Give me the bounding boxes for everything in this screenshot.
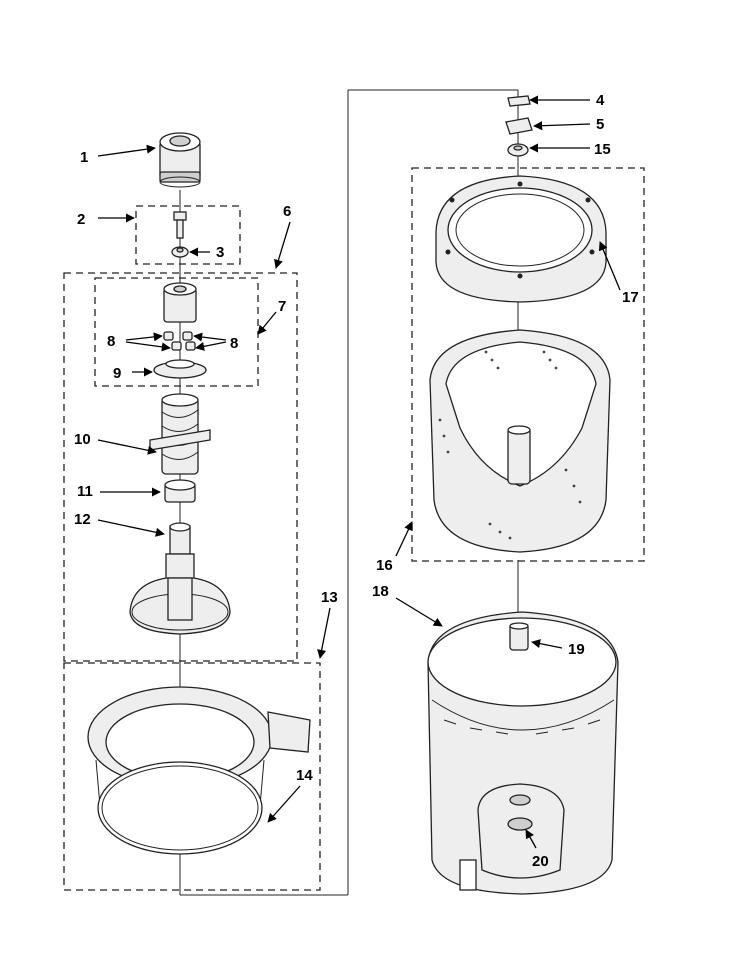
callout-labels: 1 2 3 4 5 6 7 8 8 9 10 11 12 13 14 15 16… <box>74 92 639 870</box>
callout-6: 6 <box>283 203 291 220</box>
part-11-drive-bell <box>164 479 196 503</box>
part-14-seal <box>97 761 263 855</box>
callout-17: 17 <box>622 289 639 306</box>
part-20-bearing <box>477 783 565 879</box>
callout-8-left: 8 <box>107 333 115 350</box>
part-5-lock-plate <box>505 117 533 135</box>
callout-16: 16 <box>376 557 393 574</box>
part-10-auger <box>149 393 211 475</box>
callout-13: 13 <box>321 589 338 606</box>
callout-2: 2 <box>77 211 85 228</box>
callout-10: 10 <box>74 431 91 448</box>
callout-3: 3 <box>216 244 224 261</box>
callout-1: 1 <box>80 149 88 166</box>
callout-11: 11 <box>77 483 93 500</box>
group-box-6 <box>63 272 298 662</box>
part-9-dog-ring <box>153 359 207 379</box>
part-18-outer-tub <box>427 611 619 895</box>
group-box-13 <box>63 662 321 891</box>
part-8-dogs <box>163 331 196 351</box>
part-3-washer <box>171 246 189 258</box>
part-1-cap <box>159 132 201 188</box>
callout-14: 14 <box>296 767 313 784</box>
part-2-bolt <box>173 211 187 239</box>
callout-18: 18 <box>372 583 389 600</box>
leader-arrows <box>97 95 621 849</box>
callout-15: 15 <box>594 141 611 158</box>
callout-5: 5 <box>596 116 604 133</box>
part-19-bushing <box>509 622 529 651</box>
callout-9: 9 <box>113 365 121 382</box>
part-4-spanner-nut <box>507 95 531 107</box>
part-16-basket <box>429 329 611 553</box>
part-12-agitator-base <box>129 522 231 635</box>
part-17-balance-ring <box>435 175 607 303</box>
callout-7: 7 <box>278 298 286 315</box>
callout-20: 20 <box>532 853 549 870</box>
callout-12: 12 <box>74 511 91 528</box>
part-7-cam-assembly <box>163 282 197 323</box>
part-15-hub-nut <box>507 143 529 157</box>
callout-8-right: 8 <box>230 335 238 352</box>
group-box-2 <box>135 205 241 265</box>
part-13-tub-ring <box>87 686 311 807</box>
callout-19: 19 <box>568 641 585 658</box>
callout-4: 4 <box>596 92 605 109</box>
